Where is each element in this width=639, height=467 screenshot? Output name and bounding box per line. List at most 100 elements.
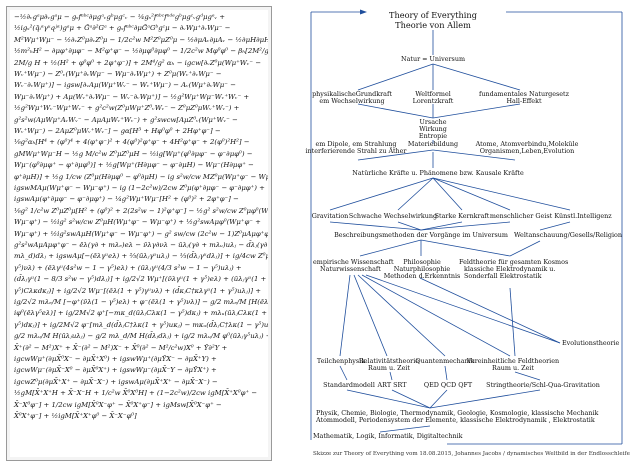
line-matter-dipole	[357, 149, 434, 161]
line-forces-gravitation	[329, 177, 434, 211]
node-methods-description: Beschreibungsmethoden der Vorgänge im Un…	[334, 231, 508, 239]
line-particle-standard	[339, 365, 348, 381]
equation-line: Wμ⁻(φ⁰∂μφ⁺ − φ⁺∂μφ⁰)] + ½g[Wμ⁺(H∂μφ⁻ − φ…	[14, 161, 254, 170]
equation-line: igcwWμ⁻(∂μX̄⁻X⁰ − ∂μX̄⁰X⁺) + igswWμ⁻(∂μX…	[14, 366, 217, 375]
line-empirical-unified	[361, 274, 511, 357]
node-physical-basis-2: em Wechselwirkung	[319, 97, 385, 105]
node-strong-force: Starke Kernkraft	[434, 212, 490, 220]
node-worldview: Weltanschauung/Gesells/Religion	[514, 231, 622, 239]
node-artificial-intelligence: Künstl.Intelligenz	[554, 212, 612, 220]
node-atoms-1: Atome, Atomverbindu,Moleküle	[475, 140, 579, 148]
line-gravitation-methods	[329, 221, 422, 231]
equation-line: Wᵥ⁻∂ᵥWμ⁺)] − igsw[∂ᵥAμ(Wμ⁺Wᵥ⁻ − Wᵥ⁺Wμ⁻) …	[14, 81, 236, 90]
equation-line: γ⁵)νλ) + (ēλγᵘ(4s²w − 1 − γ⁵)eλ) + (ūλⱼγ…	[14, 263, 242, 272]
node-art-srt: ART SRT	[377, 381, 407, 389]
line-methods-empirical	[359, 239, 422, 257]
node-atoms-2: Organismen,Leben,Evolution	[479, 147, 575, 155]
line-forces-ai	[432, 177, 571, 211]
line-unified-string	[514, 371, 541, 381]
equation-line: (d̄λⱼγᵘ(1 − 8/3 s²w − γ⁵)dλⱼ)] + ig/2√2 …	[14, 275, 267, 284]
equation-line: γ⁵)dκⱼ)] + ig/2M√2 φ⁻[mλ_d(d̄λⱼC†λκ(1 + …	[14, 320, 268, 329]
node-quantum-mechanics: Quantenmechanik	[415, 357, 475, 365]
equation-line: igswMAμ(Wμ⁺φ⁻ − Wμ⁻φ⁺) − ig (1−2c²w)/2cw…	[14, 184, 265, 192]
node-math-logic: Mathematik, Logik, Informatik, Digitalte…	[313, 432, 463, 440]
equation-line: g/2 mλᵤ/M H(ūλⱼuλⱼ) − g/2 mλ_d/M H(d̄λⱼd…	[14, 332, 268, 341]
node-evolution-theory: Evolutionstheorie	[562, 339, 620, 347]
node-field-theory-1: Feldtheorie für gesamten Kosmos	[459, 258, 569, 266]
line-worldview-field	[509, 240, 541, 257]
equation-line: Wμ⁻φ⁺) + ½ig²swAμH(Wμ⁺φ⁻ − Wμ⁻φ⁺) − g² s…	[14, 229, 268, 238]
lagrangian-equation-panel: −½∂ᵥgᵃμ∂ᵥgᵃμ − gₛfᵃᵇᶜ∂μgᵃᵥgᵇμgᶜᵥ − ¼gₛ²f…	[6, 6, 272, 461]
node-entropy: Entropie	[418, 132, 448, 140]
line-empirical-particle	[339, 274, 351, 357]
line-field-unified	[509, 287, 516, 357]
node-field-theory-2: klassiche Elektrodynamik u.	[464, 265, 556, 273]
equation-line: X̄⁺(∂² − M²)X⁺ + X̄⁻(∂² − M²)X⁻ + X̄⁰(∂²…	[14, 343, 228, 352]
equation-line: X̄⁻X⁰φ⁻] + 1/2cw igM[X̄⁰X⁻φ⁺ − X̄⁰X⁺φ⁻] …	[14, 400, 222, 409]
line-matter-atoms	[432, 149, 516, 161]
equation-line: ⅛g² 1/c²w Z⁰μZ⁰μ[H² + (φ⁰)² + 2(2s²w − 1…	[14, 206, 268, 215]
equation-line: Wμ⁻∂ᵥWμ⁺) + Aμ(Wᵥ⁺∂ᵥWμ⁻ − Wᵥ⁻∂ᵥWμ⁺)] − ½…	[14, 92, 250, 101]
line-forces-strong	[432, 177, 463, 211]
node-dipole-1: em Dipole, em Strahlung	[315, 140, 397, 148]
equation-line: ½gM[X̄⁺X⁺H + X̄⁻X⁻H + 1/c²w X̄⁰X⁰H] + (1…	[14, 389, 258, 398]
node-world-formula-1: Weltformel	[415, 90, 451, 98]
node-nature-universe: Natur = Universum	[400, 55, 466, 63]
node-relativity-1: Relativitätstheorie	[358, 357, 420, 365]
equation-line: ⅛g²αₕ[H⁴ + (φ⁰)⁴ + 4(φ⁺φ⁻)² + 4(φ⁰)²φ⁺φ⁻…	[14, 138, 250, 147]
line-forces-mind	[432, 177, 511, 211]
equation-line: g²s²wAμAμφ⁺φ⁻ − ēλ(γ∂ + mλₑ)eλ − ν̄λγ∂νλ…	[14, 241, 268, 249]
line-empirical-relativity	[353, 274, 388, 357]
equation-line: Wᵥ⁺Wμ⁻) − 2AμZ⁰μWᵥ⁺Wᵥ⁻] − gα[H³ + Hφ⁰φ⁰ …	[14, 127, 221, 135]
line-qed-sciences	[429, 389, 448, 409]
line-empirical-quantum	[357, 274, 446, 357]
node-unified-theory-2: Raum u. Zeit	[492, 364, 534, 372]
equation-line: Wμ⁻φ⁺) − ½ig² s²w/cw Z⁰μH(Wμ⁺φ⁻ − Wμ⁻φ⁺)…	[14, 218, 261, 227]
equation-line: iφ⁰(ēλγ⁵eλ)] + ig/2M√2 φ⁺[−mκ_d(ūλⱼCλκ(1…	[14, 309, 267, 318]
node-forces-phenomena: Natürliche Kräfte u. Phänomene bzw. Kaus…	[352, 169, 524, 177]
equation-line: −½∂ᵥgᵃμ∂ᵥgᵃμ − gₛfᵃᵇᶜ∂μgᵃᵥgᵇμgᶜᵥ − ¼gₛ²f…	[14, 13, 226, 21]
node-gravitation: Gravitation	[311, 212, 349, 220]
line-empirical-evolution	[365, 274, 561, 344]
line-methods-field	[420, 239, 511, 257]
equation-line: ½igₛ²(q̄ᵢᵅγᵘqʲᵅ)gᵃμ + Ḡᵃ∂²Gᵃ + gₛfᵃᵇᶜ∂μḠ…	[14, 24, 231, 33]
node-particle-physics: Teilchenphysik	[316, 357, 366, 365]
equation-line: 2M/g H + ½(H² + φ⁰φ⁰ + 2φ⁺φ⁻)] + 2M⁴/g² …	[14, 58, 262, 67]
node-weak-force: Schwache Wechselwirkung	[348, 212, 438, 220]
equation-line: mλ_d)dλⱼ + igswAμ[−(ēλγᵘeλ) + ⅔(ūλⱼγᵘuλⱼ…	[14, 252, 268, 261]
line-philosophy-evolution	[419, 277, 561, 344]
diagram-caption: Skizze zur Theory of Everything vom 18.0…	[313, 451, 630, 457]
line-nature-basis	[357, 63, 434, 91]
line-forces-weak	[397, 177, 434, 211]
node-unified-theory-1: Vereinheitliche Feldtheorien	[466, 357, 560, 365]
line-standard-sciences	[346, 389, 431, 409]
loop-arrowhead-icon	[360, 9, 367, 15]
title-theory-of-everything: Theory of Everything	[389, 10, 477, 20]
line-basis-cause	[357, 103, 434, 119]
node-philosophy-1: Philosophie	[403, 258, 441, 266]
node-philosophy-3: Methoden d.Erkenntnis	[383, 272, 461, 280]
node-dipole-2: interferierende Strahl zu Äther	[305, 147, 407, 155]
equation-line: g²s²w(AμWμ⁺AᵥWᵥ⁻ − AμAμWᵥ⁺Wᵥ⁻) + g²swcw[…	[14, 115, 238, 124]
node-effect: Wirkung	[419, 125, 447, 133]
title-theorie-von-allem: Theorie von Allem	[395, 20, 471, 30]
node-human-mind: menschlicher Geist	[489, 212, 553, 220]
line-quantum-qed	[444, 365, 448, 381]
node-empirical-2: Naturwissenschaft	[320, 265, 381, 273]
equation-line: ig/2√2 mλₑ/M [−φ⁺(ν̄λ(1 − γ⁵)eλ) + φ⁻(ēλ…	[14, 298, 268, 306]
node-fundamental-law-1: fundamentales Naturgesetz	[479, 90, 569, 98]
line-nature-law	[432, 63, 521, 91]
equation-line: gMWμ⁺Wμ⁻H − ½g M/c²w Z⁰μZ⁰μH − ½ig[Wμ⁺(φ…	[14, 149, 253, 158]
node-sciences-1: Physik, Chemie, Biologie, Thermodynamik,…	[316, 409, 599, 417]
node-standard-model: Standardmodell	[323, 381, 375, 389]
equation-line: φ⁺∂μH)] + ½g 1/cw (Z⁰μ(H∂μφ⁰ − φ⁰∂μH) − …	[14, 172, 268, 181]
node-string-theory: Stringtheorie/Schl-Qua-Gravitation	[486, 381, 600, 389]
node-relativity-2: Raum u. Zeit	[368, 364, 410, 372]
line-art-sciences	[391, 389, 431, 409]
equation-line: igcwWμ⁺(∂μX̄⁰X⁻ − ∂μX̄⁺X⁰) + igswWμ⁺(∂μȲ…	[14, 355, 217, 363]
node-qed-qcd-qft: QED QCD QFT	[423, 381, 473, 389]
node-fundamental-law-2: Hall-Effekt	[506, 97, 542, 105]
equation-line: M²Wμ⁺Wμ⁻ − ½∂ᵥZ⁰μ∂ᵥZ⁰μ − 1/2c²w M²Z⁰μZ⁰μ…	[14, 35, 268, 44]
node-world-formula-2: Lorentzkraft	[412, 97, 454, 105]
